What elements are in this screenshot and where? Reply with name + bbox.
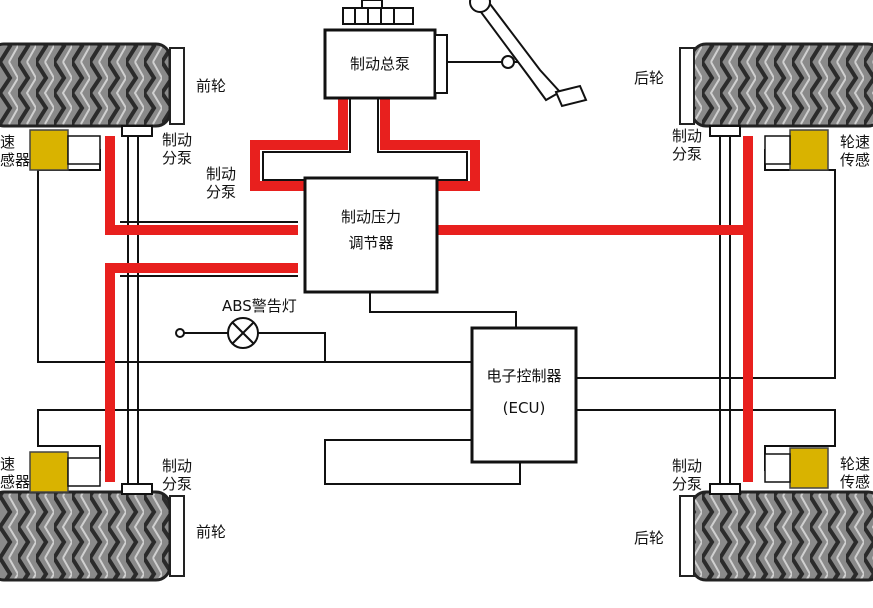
ecu-label-line1: 电子控制器 [486, 367, 562, 385]
caliper-label-rl-1: 制动 [162, 457, 193, 475]
modulator-label-line1: 制动压力 [340, 208, 401, 226]
pressure-modulator [303, 176, 439, 294]
brake-line-outline [120, 98, 468, 277]
front-wheel-label-top: 前轮 [196, 77, 227, 95]
caliper-label-fl-2: 分泵 [162, 149, 193, 167]
front-left-rear-wheel-bottom [0, 490, 185, 582]
front-wheel-label-bottom: 前轮 [196, 523, 227, 541]
sensor-label-tl-2: 感器 [0, 151, 31, 169]
caliper-label-br-1: 制动 [672, 457, 703, 475]
brake-pedal [469, 0, 588, 108]
caliper-label-fl-1: 制动 [162, 131, 193, 149]
ecu-label-line2: (ECU) [502, 399, 546, 417]
brake-calipers [121, 125, 741, 495]
abs-warning-lamp-icon [175, 317, 259, 349]
caliper-label-tr-1: 制动 [672, 127, 703, 145]
rear-right-wheel-bottom [679, 490, 873, 582]
rear-wheel-label-top: 后轮 [634, 69, 665, 87]
rear-wheel-label-bottom: 后轮 [634, 529, 665, 547]
caliper-label-tr-2: 分泵 [672, 145, 703, 163]
master-cylinder-label: 制动总泵 [349, 55, 410, 73]
sensor-label-tr-2: 传感 [840, 151, 871, 169]
sensor-label-tr-1: 轮速 [840, 133, 871, 151]
master-cylinder [323, 0, 448, 100]
sensor-label-tl-1: 速 [0, 133, 16, 151]
ecu-box [470, 326, 578, 464]
caliper-label-modulator-2: 分泵 [206, 183, 237, 201]
rear-right-wheel-top [679, 42, 873, 128]
caliper-label-br-2: 分泵 [672, 475, 703, 493]
brake-lines [105, 98, 753, 482]
caliper-label-rl-2: 分泵 [162, 475, 193, 493]
sensor-label-bl-1: 速 [0, 455, 16, 473]
caliper-label-modulator-1: 制动 [206, 165, 237, 183]
sensor-label-bl-2: 感器 [0, 473, 31, 491]
front-left-wheel [0, 42, 185, 128]
sensor-label-br-1: 轮速 [840, 455, 871, 473]
sensor-label-br-2: 传感 [840, 473, 871, 491]
modulator-label-line2: 调节器 [348, 234, 394, 252]
wheel-speed-sensors [29, 129, 829, 493]
right-axle [719, 130, 731, 490]
left-axle [127, 130, 139, 490]
warning-lamp-label: ABS警告灯 [222, 297, 297, 315]
